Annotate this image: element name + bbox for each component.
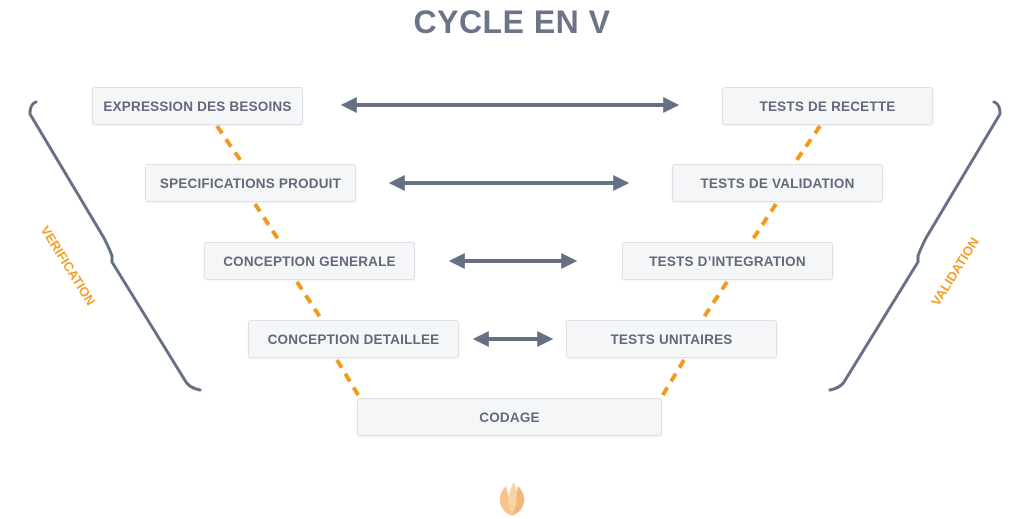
step-conception-generale: CONCEPTION GENERALE — [204, 242, 415, 280]
step-tests-de-recette: TESTS DE RECETTE — [722, 87, 933, 125]
dash-connector-right-2 — [749, 202, 778, 244]
left-bracket-icon — [28, 100, 202, 392]
step-conception-detaillee: CONCEPTION DETAILLEE — [248, 320, 459, 358]
dash-connector-right-4 — [659, 358, 686, 400]
step-tests-unitaires: TESTS UNITAIRES — [566, 320, 777, 358]
dash-connector-left-4 — [335, 358, 362, 400]
dash-connector-left-2 — [253, 202, 282, 244]
seed-logo-icon — [499, 482, 525, 516]
right-bracket-icon — [828, 100, 1002, 392]
dash-connector-right-3 — [700, 280, 729, 322]
step-tests-de-validation: TESTS DE VALIDATION — [672, 164, 883, 202]
dash-connector-left-1 — [215, 124, 245, 166]
diagram-title: CYCLE EN V — [413, 4, 611, 40]
dash-connector-left-3 — [295, 280, 324, 322]
step-tests-integration: TESTS D’INTEGRATION — [622, 242, 833, 280]
step-specifications-produit: SPECIFICATIONS PRODUIT — [145, 164, 356, 202]
dash-connector-right-1 — [792, 124, 822, 166]
step-expression-des-besoins: EXPRESSION DES BESOINS — [92, 87, 303, 125]
step-codage: CODAGE — [357, 398, 662, 436]
